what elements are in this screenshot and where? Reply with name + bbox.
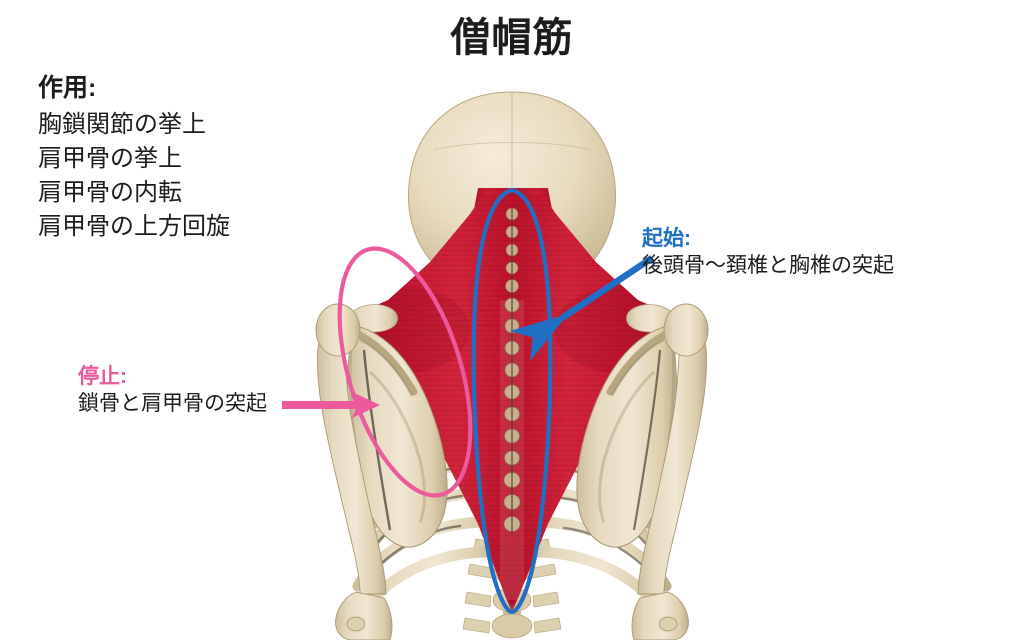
insertion-callout: 停止: 鎖骨と肩甲骨の突起 [78, 363, 398, 419]
ribcage-left-shadow [362, 434, 472, 584]
spinous-processes [503, 206, 521, 534]
origin-callout: 起始: 後頭骨〜頚椎と胸椎の突起 [642, 225, 1022, 281]
origin-ellipse-marker [471, 187, 553, 615]
insertion-description: 鎖骨と肩甲骨の突起 [78, 392, 267, 416]
ribcage-upper [395, 367, 629, 455]
page-title: 僧帽筋 [450, 16, 574, 60]
skeleton-back-layer [352, 196, 672, 639]
ribcage-right-shadow [554, 436, 662, 586]
action-heading: 作用: [38, 74, 97, 102]
action-item-4: 肩甲骨の上方回旋 [38, 212, 230, 240]
vertebral-column [462, 196, 562, 639]
action-list: 作用: 胸鎖関節の挙上 肩甲骨の挙上 肩甲骨の内転 肩甲骨の上方回旋 [38, 72, 338, 244]
action-item-3: 肩甲骨の内転 [38, 178, 182, 206]
insertion-heading: 停止: [78, 365, 127, 388]
ribcage-left [352, 426, 504, 622]
action-item-2: 肩甲骨の挙上 [38, 144, 182, 172]
shoulder-girdle-right [576, 303, 709, 640]
origin-heading: 起始: [642, 227, 691, 250]
skull [407, 91, 617, 326]
ribcage-right [520, 426, 672, 622]
origin-description: 後頭骨〜頚椎と胸椎の突起 [642, 254, 894, 278]
shoulder-girdle-left [315, 303, 448, 640]
origin-arrow [509, 255, 654, 362]
action-item-1: 胸鎖関節の挙上 [38, 110, 206, 138]
